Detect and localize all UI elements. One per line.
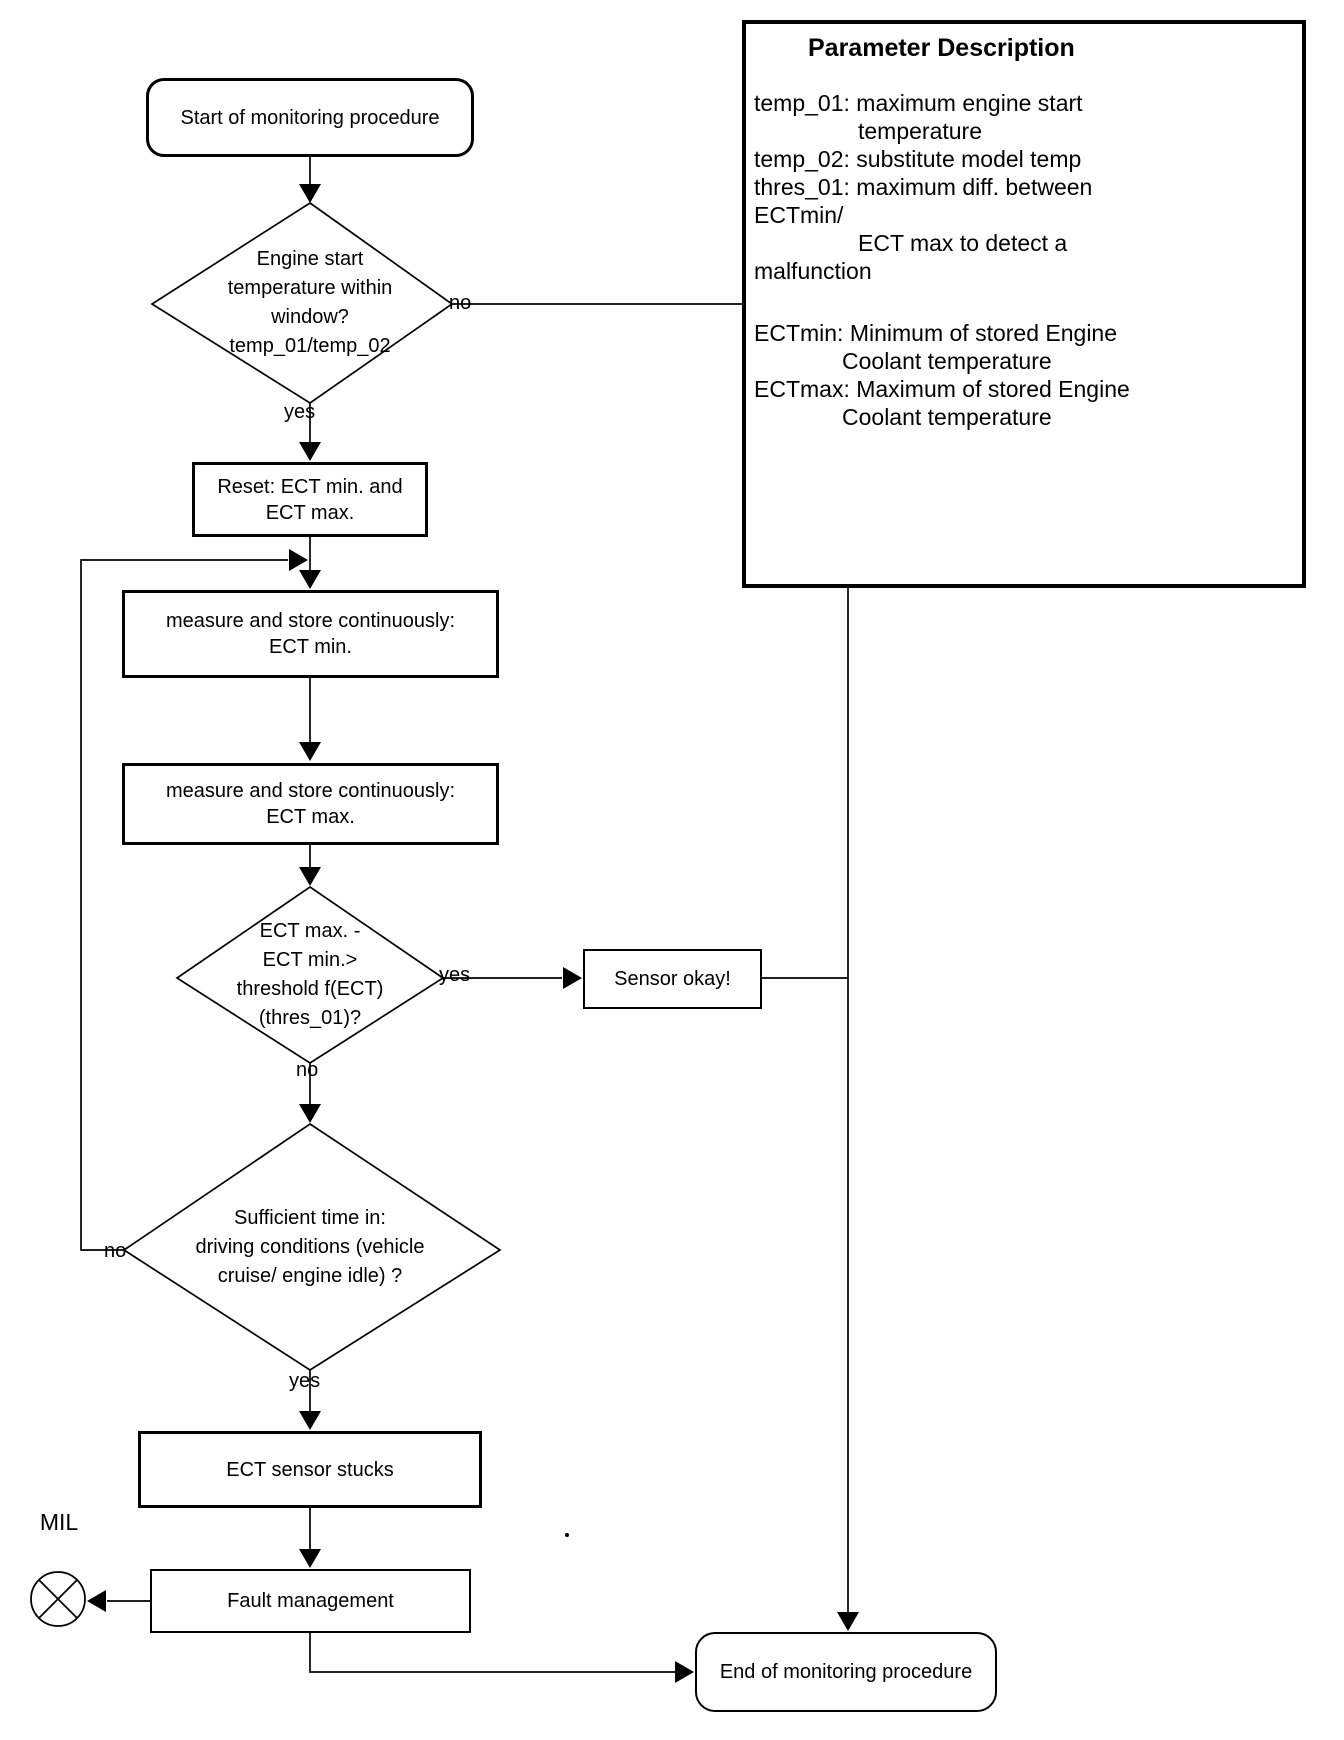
parameter-panel-title: Parameter Description bbox=[808, 34, 1075, 62]
arrow-into-fault bbox=[299, 1549, 321, 1568]
edge-label-engine-window-yes: yes bbox=[284, 401, 316, 423]
param-line: malfunction bbox=[754, 258, 872, 284]
param-line: ECTmin/ bbox=[754, 202, 844, 228]
arrow-loop-junction bbox=[289, 549, 308, 571]
arrow-into-sensor-okay bbox=[563, 967, 582, 989]
measure-max-line: ECT max. bbox=[266, 806, 355, 828]
decision-line: temp_01/temp_02 bbox=[229, 335, 391, 357]
end-node-label: End of monitoring procedure bbox=[719, 1661, 973, 1683]
param-line: temperature bbox=[858, 118, 983, 144]
decision-line: cruise/ engine idle) ? bbox=[217, 1265, 403, 1287]
stray-mark bbox=[565, 1533, 569, 1537]
arrow-into-end-left bbox=[675, 1661, 694, 1683]
start-node-label: Start of monitoring procedure bbox=[180, 106, 440, 129]
param-line: ECTmax: Maximum of stored Engine bbox=[754, 376, 1130, 402]
flow-connectors bbox=[80, 157, 849, 1673]
arrow-into-sufficient-time bbox=[299, 1104, 321, 1123]
edge-fault-to-end bbox=[309, 1633, 675, 1673]
measure-max-line: measure and store continuously: bbox=[165, 780, 456, 802]
measure-min-line: ECT min. bbox=[269, 636, 352, 658]
decision-line: ECT max. - bbox=[259, 920, 361, 942]
arrow-into-measure-min bbox=[299, 570, 321, 589]
decision-diamonds bbox=[122, 201, 502, 1372]
decision-line: (thres_01)? bbox=[258, 1007, 362, 1029]
arrow-into-threshold bbox=[299, 867, 321, 886]
arrowheads bbox=[87, 184, 859, 1683]
edge-label-threshold-no: no bbox=[296, 1059, 319, 1081]
diamond-sufficient-time bbox=[122, 1122, 502, 1372]
sensor-okay-node: Sensor okay! bbox=[583, 949, 762, 1009]
arrow-into-end-top bbox=[837, 1612, 859, 1631]
decision-line: window? bbox=[271, 306, 349, 328]
decision-line: threshold f(ECT) bbox=[236, 978, 384, 1000]
param-line: thres_01: maximum diff. between bbox=[754, 174, 1093, 200]
param-line: ECT max to detect a bbox=[858, 230, 1068, 256]
edge-label-sufficient-yes: yes bbox=[289, 1370, 321, 1392]
start-node: Start of monitoring procedure bbox=[146, 78, 474, 157]
measure-max-node: measure and store continuously: ECT max. bbox=[122, 763, 499, 845]
measure-min-line: measure and store continuously: bbox=[165, 610, 456, 632]
parameter-description-panel: Parameter Description temp_01: maximum e… bbox=[742, 20, 1306, 588]
engine-window-decision-text: Engine start temperature within window? … bbox=[160, 223, 460, 383]
edge-sufficient-no-loop bbox=[80, 559, 288, 1251]
mil-cross bbox=[38, 1579, 78, 1619]
edge-label-threshold-yes: yes bbox=[439, 964, 471, 986]
end-node: End of monitoring procedure bbox=[695, 1632, 997, 1712]
param-line: temp_02: substitute model temp bbox=[754, 146, 1082, 172]
mil-circle bbox=[30, 1571, 86, 1627]
reset-line: Reset: ECT min. and bbox=[217, 475, 403, 498]
decision-line: Sufficient time in: bbox=[234, 1207, 386, 1229]
reset-line: ECT max. bbox=[265, 501, 355, 524]
decision-line: driving conditions (vehicle bbox=[195, 1236, 425, 1258]
ect-sensor-stucks-node: ECT sensor stucks bbox=[138, 1431, 482, 1508]
param-line: temp_01: maximum engine start bbox=[754, 90, 1083, 116]
param-line: Coolant temperature bbox=[842, 404, 1052, 430]
mil-label: MIL bbox=[39, 1509, 79, 1535]
measure-min-node: measure and store continuously: ECT min. bbox=[122, 590, 499, 678]
param-line: ECTmin: Minimum of stored Engine bbox=[754, 320, 1118, 346]
arrow-into-engine-window bbox=[299, 184, 321, 203]
decision-line: Engine start bbox=[256, 248, 364, 270]
arrow-into-measure-max bbox=[299, 742, 321, 761]
arrow-into-stuck bbox=[299, 1411, 321, 1430]
arrow-into-reset bbox=[299, 442, 321, 461]
mil-lamp-icon bbox=[30, 1571, 86, 1627]
threshold-decision-text: ECT max. - ECT min.> threshold f(ECT) (t… bbox=[185, 905, 435, 1045]
diamond-threshold bbox=[175, 885, 445, 1065]
parameter-panel-body: temp_01: maximum engine start temperatur… bbox=[746, 63, 1302, 431]
sensor-okay-label: Sensor okay! bbox=[614, 968, 731, 990]
decision-line: temperature within bbox=[227, 277, 393, 299]
edge-label-engine-window-no: no bbox=[449, 292, 472, 314]
reset-node: Reset: ECT min. and ECT max. bbox=[192, 462, 428, 537]
arrow-into-mil bbox=[87, 1590, 106, 1612]
edge-label-sufficient-no: no bbox=[104, 1240, 127, 1262]
param-line: Coolant temperature bbox=[842, 348, 1052, 374]
ect-sensor-stucks-label: ECT sensor stucks bbox=[226, 1458, 394, 1481]
fault-management-node: Fault management bbox=[150, 1569, 471, 1633]
diamond-engine-window bbox=[150, 201, 454, 405]
sufficient-time-decision-text: Sufficient time in: driving conditions (… bbox=[110, 1190, 510, 1305]
fault-management-label: Fault management bbox=[227, 1590, 394, 1612]
decision-line: ECT min.> bbox=[262, 949, 358, 971]
